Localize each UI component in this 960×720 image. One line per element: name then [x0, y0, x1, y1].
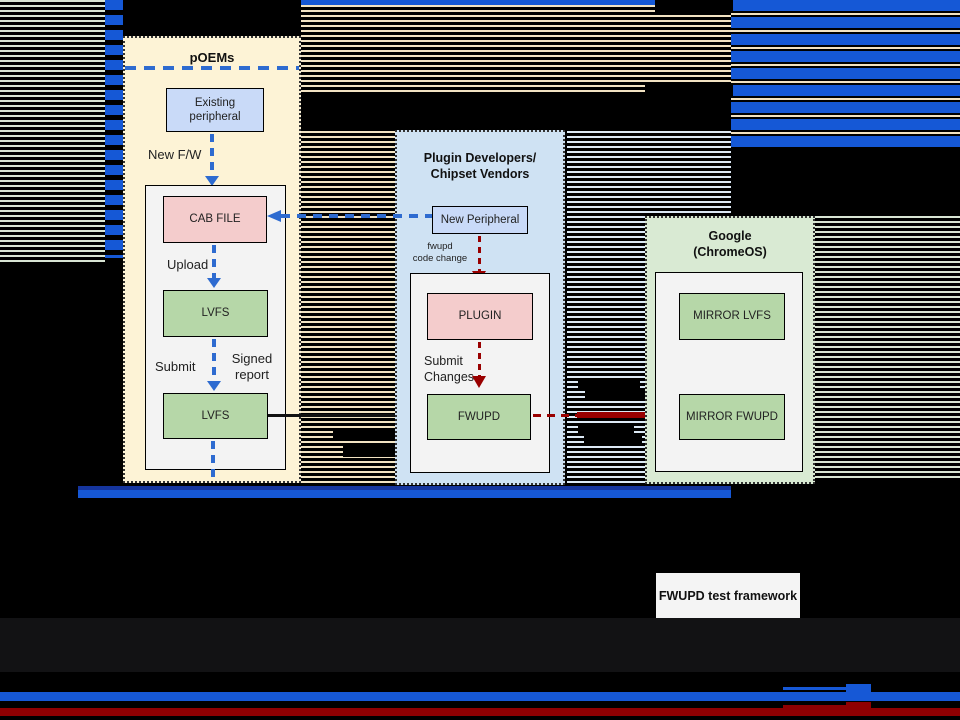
glitch-black-block [343, 443, 396, 457]
lvfs-tail-dashed-line [211, 441, 215, 481]
bottom-blue-scanbar [78, 486, 731, 498]
arrow-lvfs-to-fwupd-line [268, 414, 415, 417]
bottom-red-bar [0, 708, 960, 716]
node-lvfs-lower: LVFS [163, 393, 268, 439]
bottom-red-thin-line [783, 705, 846, 708]
label-submit: Submit [155, 359, 196, 374]
group-title-google: Google (ChromeOS) [693, 229, 767, 260]
arrow-new-fw-head [205, 176, 219, 186]
node-cab-file: CAB FILE [163, 196, 267, 243]
arrow-upload-line [212, 245, 216, 278]
node-existing-peripheral: Existing peripheral [166, 88, 264, 132]
glitch-black-block [585, 390, 649, 398]
bottom-dark-band [0, 618, 960, 672]
glitch-black-block [578, 380, 640, 389]
fwupd-test-framework-box: FWUPD test framework [656, 573, 800, 618]
glitch-stripe-left-green [0, 0, 105, 265]
arrow-new-peripheral-to-cab-line [281, 214, 432, 218]
arrow-submit-changes-head [472, 376, 486, 388]
glitch-stripe-mid-top [301, 0, 731, 95]
node-plugin: PLUGIN [427, 293, 533, 340]
poems-divider-dashed-line [125, 66, 299, 70]
arrow-upload-head [207, 278, 221, 288]
arrow-submit-line [212, 339, 216, 381]
group-title-poems: pOEMs [189, 50, 235, 65]
bottom-blue-bar [0, 692, 960, 701]
arrow-submit-changes-line [478, 342, 481, 376]
arrow-new-fw-line [210, 134, 214, 176]
glitch-black-block [584, 434, 642, 445]
node-mirror-fwupd: MIRROR FWUPD [679, 394, 785, 440]
arrow-fwupd-to-mirror-glitch-segment [577, 412, 651, 418]
arrow-code-change-line [478, 236, 481, 271]
label-fwupd-code-change: fwupd code change [412, 241, 468, 264]
group-title-plugin-vendors: Plugin Developers/ Chipset Vendors [423, 151, 537, 182]
glitch-black-block [578, 424, 634, 434]
node-fwupd: FWUPD [427, 394, 531, 440]
node-lvfs-upper: LVFS [163, 290, 268, 337]
glitch-scanline-blue [301, 0, 731, 5]
label-signed-report: Signed report [231, 351, 273, 382]
glitch-blue-bars-right [731, 0, 960, 148]
label-upload: Upload [167, 257, 209, 272]
arrow-new-peripheral-to-cab-head [267, 210, 281, 222]
glitch-stripe-right-green [813, 216, 960, 480]
bottom-blue-thin-line [783, 687, 846, 690]
arrow-submit-head [207, 381, 221, 391]
label-new-fw: New F/W [148, 147, 202, 162]
glitch-black-block [655, 0, 733, 12]
glitch-blue-block-column [105, 0, 123, 258]
glitch-black-block [645, 84, 733, 97]
label-submit-changes: Submit Changes [424, 354, 475, 385]
node-mirror-lvfs: MIRROR LVFS [679, 293, 785, 340]
glitch-stripe-lightblue-upper [567, 131, 731, 216]
node-new-peripheral: New Peripheral [432, 206, 528, 234]
glitch-stripe-mid-column [301, 131, 395, 485]
glitch-black-block [333, 429, 395, 440]
